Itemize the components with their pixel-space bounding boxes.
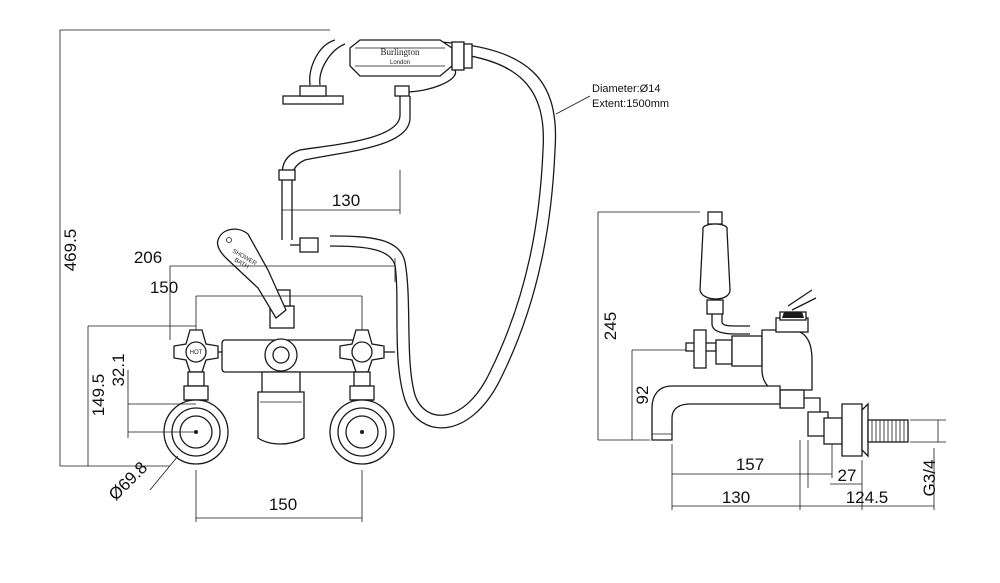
front-view: Burlington London [59, 29, 669, 522]
side-valve-body [731, 289, 829, 437]
side-view: 245 92 157 27 130 124.5 G3/4 [597, 211, 946, 510]
dim-centers-bottom: 150 [269, 495, 297, 514]
side-wall-fixing [823, 402, 909, 458]
dim-height-149: 149.5 [89, 374, 108, 417]
hose-note-diameter: Diameter:Ø14 [592, 83, 660, 95]
dim-overall-height: 469.5 [61, 229, 80, 272]
dim-centers-top: 150 [150, 278, 178, 297]
dim-thread: G3/4 [920, 460, 939, 497]
side-dimension-lines [597, 211, 946, 510]
right-crosshead-valve [329, 329, 395, 465]
side-crosshead [685, 329, 733, 369]
handset-city: London [390, 60, 410, 66]
dim-spout-130: 130 [722, 488, 750, 507]
dim-flange-27: 27 [838, 466, 857, 485]
side-lever [699, 211, 750, 335]
handset-brand: Burlington [380, 47, 420, 57]
dim-height-32: 32.1 [109, 353, 128, 386]
dim-height-245: 245 [601, 312, 620, 340]
dim-depth-157: 157 [736, 455, 764, 474]
dim-total-width: 206 [134, 248, 162, 267]
dim-handset-offset: 130 [332, 191, 360, 210]
hose-note-extent: Extent:1500mm [592, 98, 669, 110]
hose [329, 41, 557, 429]
dim-height-92: 92 [633, 386, 652, 405]
side-spout [651, 385, 781, 441]
diverter-lever: SHOWER BATH [216, 228, 287, 319]
front-dimension-lines [59, 29, 591, 522]
dim-diameter: Ø69.8 [105, 458, 151, 504]
shower-handset: Burlington London [278, 39, 473, 240]
left-crosshead-valve: HOT [163, 329, 229, 465]
valve-hot-label: HOT [190, 350, 203, 356]
dim-depth-124: 124.5 [846, 488, 889, 507]
